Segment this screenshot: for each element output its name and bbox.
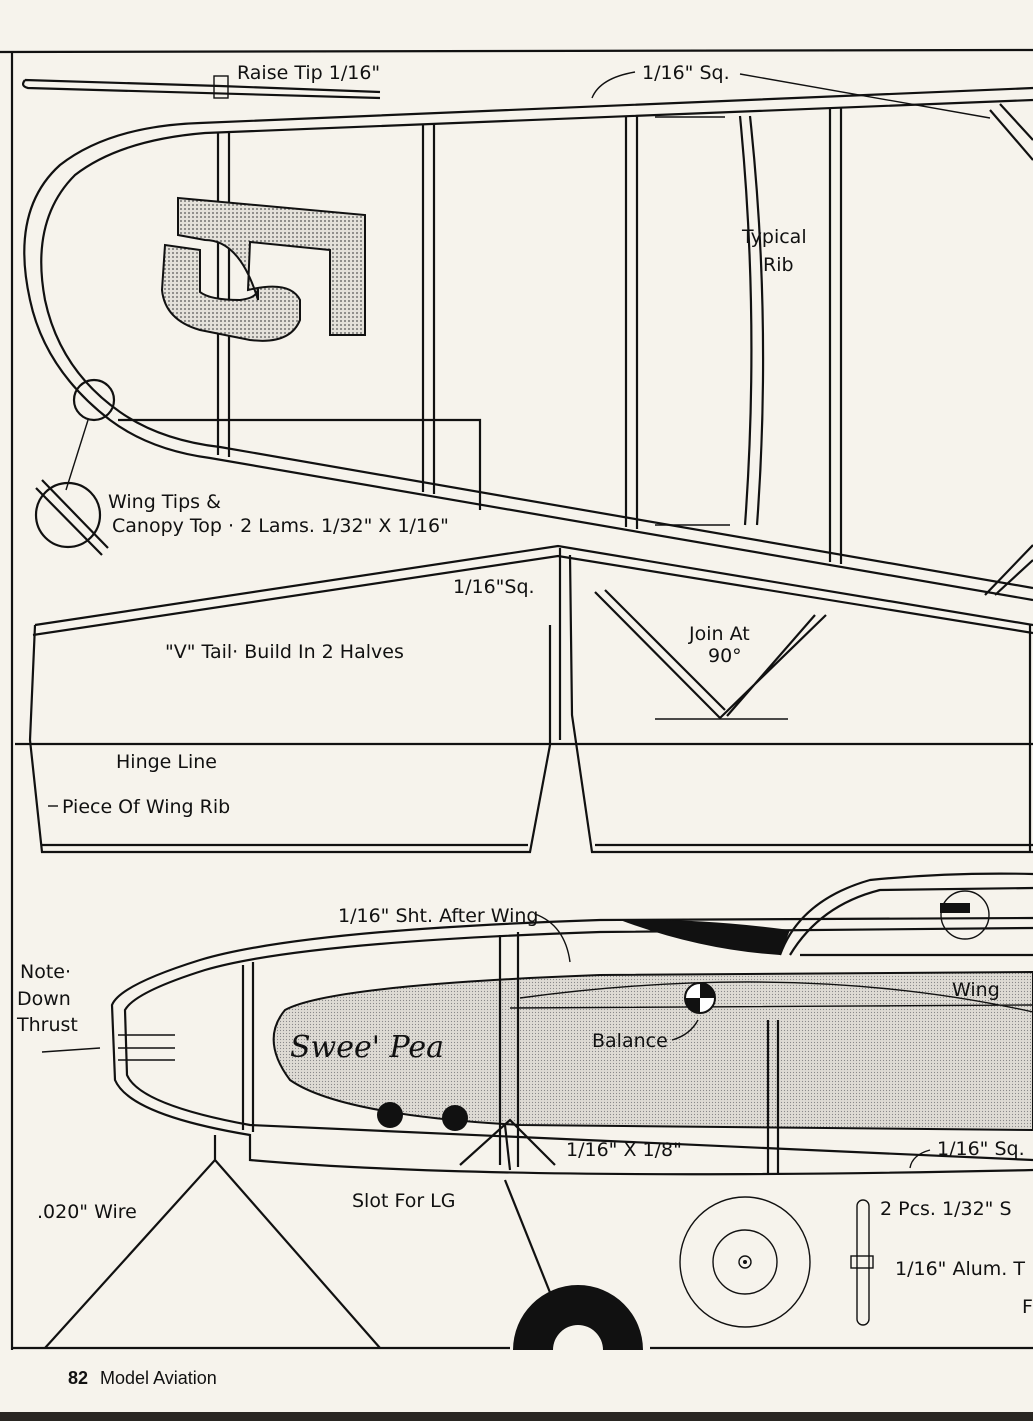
raise-tip-label: Raise Tip 1/16": [237, 62, 380, 84]
bottom-sq-label: 1/16" Sq.: [937, 1138, 1025, 1160]
v-tail-plan: 1/16"Sq. "V" Tail· Build In 2 Halves Joi…: [15, 544, 1033, 854]
tail-sq-label: 1/16"Sq.: [453, 576, 535, 598]
top-sq-label: 1/16" Sq.: [642, 62, 730, 84]
wing-label: Wing: [952, 979, 1000, 1001]
typical-rib-label-2: Rib: [763, 254, 794, 276]
page-frame: [0, 48, 1033, 1350]
typical-rib-label: Typical: [741, 226, 807, 248]
pcs-label: 2 Pcs. 1/32" S: [880, 1198, 1012, 1220]
wing-number-5: [160, 196, 366, 342]
plane-name-script: Swee' Pea: [290, 1030, 444, 1065]
sheet-after-wing-label: 1/16" Sht. After Wing: [338, 905, 539, 927]
page-number: 82: [68, 1368, 89, 1388]
scan-edge: [0, 1412, 1033, 1421]
wing-rib-piece-label: Piece Of Wing Rib: [62, 796, 230, 818]
v-tail-label: "V" Tail· Build In 2 Halves: [165, 641, 404, 663]
note-label-3: Thrust: [16, 1014, 78, 1036]
canopy-top-label: Canopy Top · 2 Lams. 1/32" X 1/16": [112, 515, 449, 537]
slot-lg-label: Slot For LG: [352, 1190, 456, 1212]
hinge-line-label: Hinge Line: [116, 751, 217, 773]
landing-gear: Slot For LG .020" Wire 2 Pcs. 1/32" S 1/…: [37, 1135, 1033, 1350]
wing-tip-side-view: Raise Tip 1/16": [21, 62, 380, 100]
wing-tips-label: Wing Tips &: [108, 491, 221, 513]
lamination-detail: Wing Tips & Canopy Top · 2 Lams. 1/32" X…: [34, 378, 449, 556]
cut-label: F: [1022, 1296, 1033, 1318]
wire-label: .020" Wire: [37, 1201, 137, 1223]
note-label-1: Note·: [20, 961, 71, 983]
strip-size-label: 1/16" X 1/8": [566, 1139, 682, 1161]
wing-plan: 5 Typical Rib 1/16" Sq.: [23, 62, 1033, 602]
wing-ribs: [216, 107, 843, 564]
magazine-name: Model Aviation: [100, 1368, 217, 1388]
balance-label: Balance: [592, 1030, 668, 1052]
fuselage-side-view: Swee' Pea 1/16" Sht. After Wing Note· Do…: [16, 872, 1033, 1176]
angle-label: 90°: [708, 645, 742, 667]
note-label-2: Down: [17, 988, 71, 1010]
alum-tube-label: 1/16" Alum. T: [895, 1258, 1025, 1280]
page-footer: 82 Model Aviation: [68, 1368, 217, 1389]
join-at-label: Join At: [688, 623, 750, 645]
